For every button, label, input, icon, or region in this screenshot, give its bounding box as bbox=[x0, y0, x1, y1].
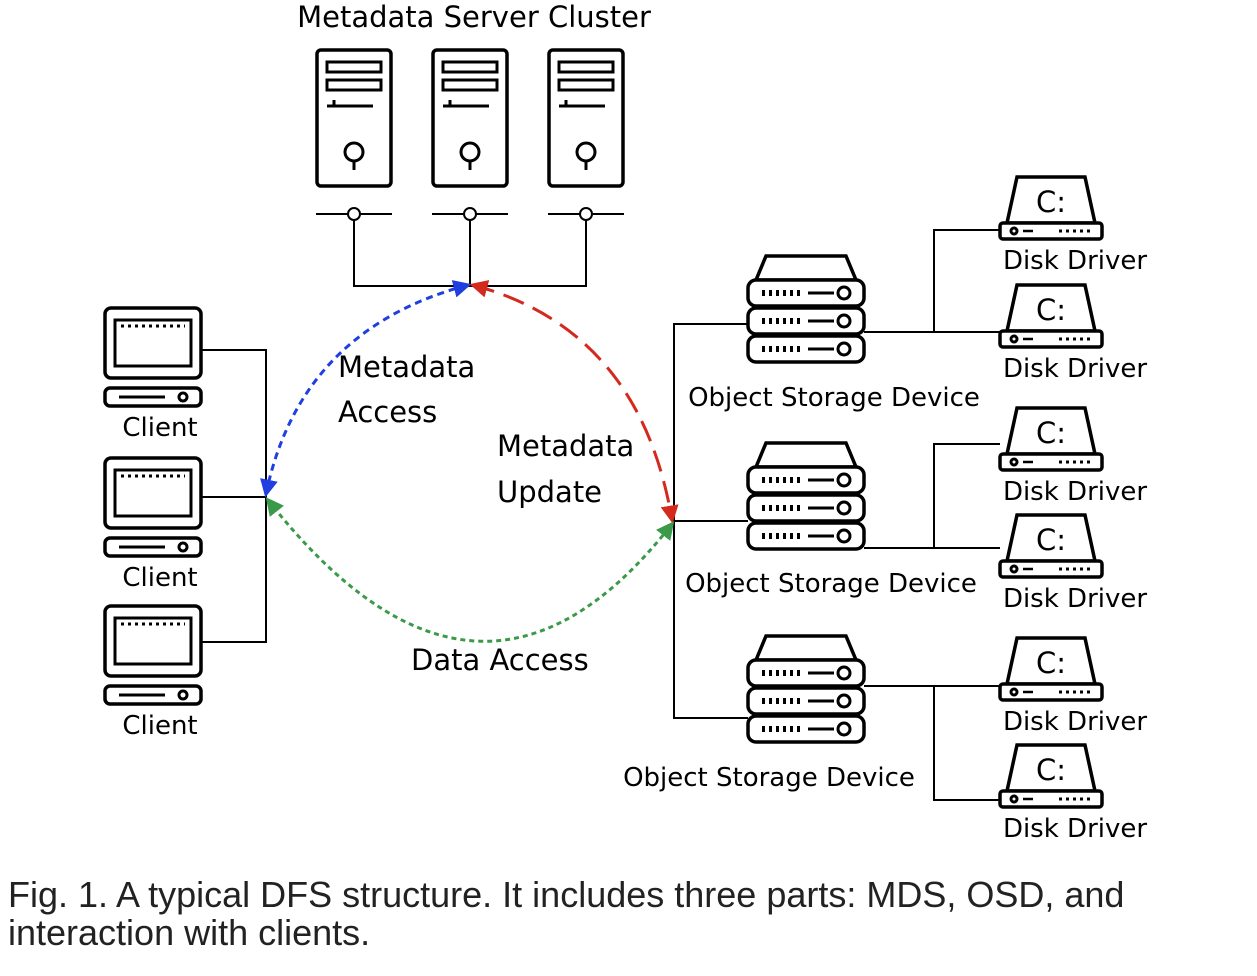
data-access-arrow bbox=[265, 497, 675, 643]
metadata-update-arrow bbox=[469, 280, 679, 524]
client-1: Client bbox=[103, 306, 203, 443]
data-access-label: Data Access bbox=[411, 643, 589, 677]
storage-rack-icon bbox=[748, 256, 864, 362]
osd-2: Object Storage Device bbox=[685, 443, 977, 599]
server-icon bbox=[315, 48, 393, 188]
osd-label: Object Storage Device bbox=[623, 763, 915, 793]
client-bus bbox=[201, 349, 267, 643]
disk-4: C: Disk Driver bbox=[998, 513, 1147, 614]
storage-rack-icon bbox=[748, 443, 864, 549]
drive-letter: C: bbox=[1036, 753, 1066, 787]
server-icon bbox=[547, 48, 625, 188]
metadata-access-label-line2: Access bbox=[338, 395, 437, 429]
osd-label: Object Storage Device bbox=[688, 383, 980, 413]
client-label: Client bbox=[122, 711, 197, 741]
osd-3: Object Storage Device bbox=[623, 636, 915, 793]
disk-3: C: Disk Driver bbox=[998, 406, 1147, 507]
drive-letter: C: bbox=[1036, 416, 1066, 450]
computer-icon bbox=[103, 604, 203, 706]
client-3: Client bbox=[103, 604, 203, 741]
client-label: Client bbox=[122, 563, 197, 593]
client-2: Client bbox=[103, 456, 203, 593]
dfs-diagram: Metadata Server Cluster Client Client Cl… bbox=[103, 0, 1147, 844]
disk-label: Disk Driver bbox=[1003, 814, 1147, 844]
metadata-access-label-line1: Metadata bbox=[338, 350, 475, 384]
disk-6: C: Disk Driver bbox=[998, 743, 1147, 844]
metadata-access-arrow bbox=[260, 280, 472, 498]
osd-1: Object Storage Device bbox=[688, 256, 980, 413]
disk-2: C: Disk Driver bbox=[998, 283, 1147, 384]
server-icon bbox=[431, 48, 509, 188]
disk-label: Disk Driver bbox=[1003, 246, 1147, 276]
metadata-update-label-line2: Update bbox=[497, 475, 602, 509]
computer-icon bbox=[103, 306, 203, 408]
client-label: Client bbox=[122, 413, 197, 443]
metadata-update-label-line1: Metadata bbox=[497, 429, 634, 463]
drive-letter: C: bbox=[1036, 185, 1066, 219]
disk-5: C: Disk Driver bbox=[998, 636, 1147, 737]
metadata-server-3 bbox=[547, 48, 625, 188]
figure-caption: Fig. 1. A typical DFS structure. It incl… bbox=[8, 874, 1125, 953]
disk-label: Disk Driver bbox=[1003, 354, 1147, 384]
disk-label: Disk Driver bbox=[1003, 584, 1147, 614]
drive-letter: C: bbox=[1036, 293, 1066, 327]
drive-letter: C: bbox=[1036, 646, 1066, 680]
server-network-bus bbox=[316, 207, 624, 287]
drive-letter: C: bbox=[1036, 523, 1066, 557]
disk-label: Disk Driver bbox=[1003, 707, 1147, 737]
disk-links bbox=[864, 229, 1000, 801]
metadata-server-cluster-title: Metadata Server Cluster bbox=[297, 0, 651, 34]
disk-label: Disk Driver bbox=[1003, 477, 1147, 507]
metadata-server-2 bbox=[431, 48, 509, 188]
disk-1: C: Disk Driver bbox=[998, 175, 1147, 276]
storage-rack-icon bbox=[748, 636, 864, 742]
computer-icon bbox=[103, 456, 203, 558]
metadata-server-1 bbox=[315, 48, 393, 188]
osd-label: Object Storage Device bbox=[685, 569, 977, 599]
